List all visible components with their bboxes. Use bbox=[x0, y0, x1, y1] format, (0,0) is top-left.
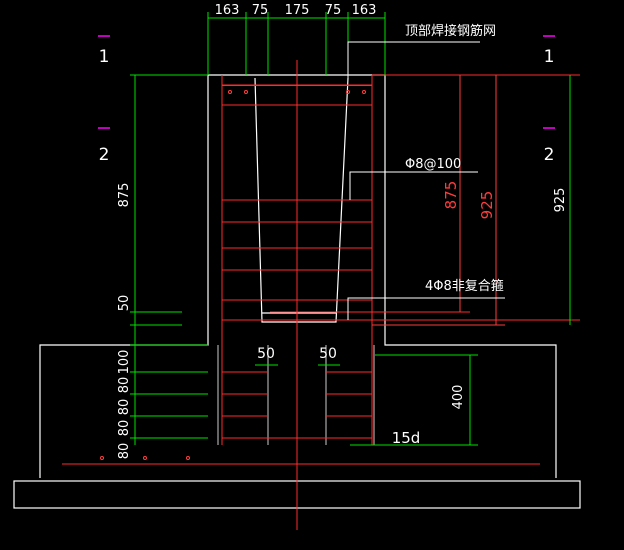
svg-text:80: 80 bbox=[117, 420, 132, 437]
leader-lines bbox=[347, 41, 505, 320]
svg-text:80: 80 bbox=[117, 443, 132, 460]
dim-top-5: 163 bbox=[352, 3, 377, 18]
svg-text:50: 50 bbox=[117, 295, 132, 312]
svg-text:2: 2 bbox=[99, 145, 110, 165]
rebar-dots bbox=[100, 90, 366, 460]
dim-top-3: 175 bbox=[285, 3, 310, 18]
dim-top-2: 75 bbox=[252, 3, 269, 18]
dim-top-1: 163 bbox=[215, 3, 240, 18]
svg-text:925: 925 bbox=[553, 188, 568, 213]
svg-text:875: 875 bbox=[117, 183, 132, 208]
dimension-lines bbox=[130, 12, 571, 446]
column-outline bbox=[39, 74, 557, 478]
section-markers bbox=[98, 35, 555, 129]
svg-text:15d: 15d bbox=[392, 429, 421, 447]
red-dimension-lines bbox=[372, 75, 505, 326]
label-top-mesh: 顶部焊接钢筋网 bbox=[405, 23, 496, 39]
svg-text:100: 100 bbox=[117, 350, 132, 375]
svg-text:80: 80 bbox=[117, 377, 132, 394]
svg-text:925: 925 bbox=[478, 191, 496, 220]
svg-text:1: 1 bbox=[544, 47, 555, 67]
top-dimension-labels: 163 75 175 75 163 bbox=[215, 3, 377, 18]
annotation-labels: 顶部焊接钢筋网 Φ8@100 4Φ8非复合箍 bbox=[405, 23, 504, 294]
svg-text:1: 1 bbox=[99, 47, 110, 67]
right-dimension-labels: 875 925 925 400 15d bbox=[392, 181, 568, 447]
svg-text:80: 80 bbox=[117, 399, 132, 416]
rebar-lines bbox=[62, 60, 580, 530]
dim-top-4: 75 bbox=[325, 3, 342, 18]
svg-text:50: 50 bbox=[319, 346, 337, 362]
svg-text:875: 875 bbox=[442, 181, 460, 210]
svg-text:400: 400 bbox=[451, 385, 466, 410]
section-labels: 1 2 1 2 bbox=[99, 47, 555, 165]
label-stirrup: Φ8@100 bbox=[405, 157, 461, 172]
left-dimension-labels: 875 50 100 80 80 80 80 bbox=[117, 183, 132, 460]
label-composite-stirrup: 4Φ8非复合箍 bbox=[425, 278, 504, 294]
svg-text:2: 2 bbox=[544, 145, 555, 165]
inner-dimension-labels: 50 50 bbox=[257, 346, 337, 362]
svg-text:50: 50 bbox=[257, 346, 275, 362]
